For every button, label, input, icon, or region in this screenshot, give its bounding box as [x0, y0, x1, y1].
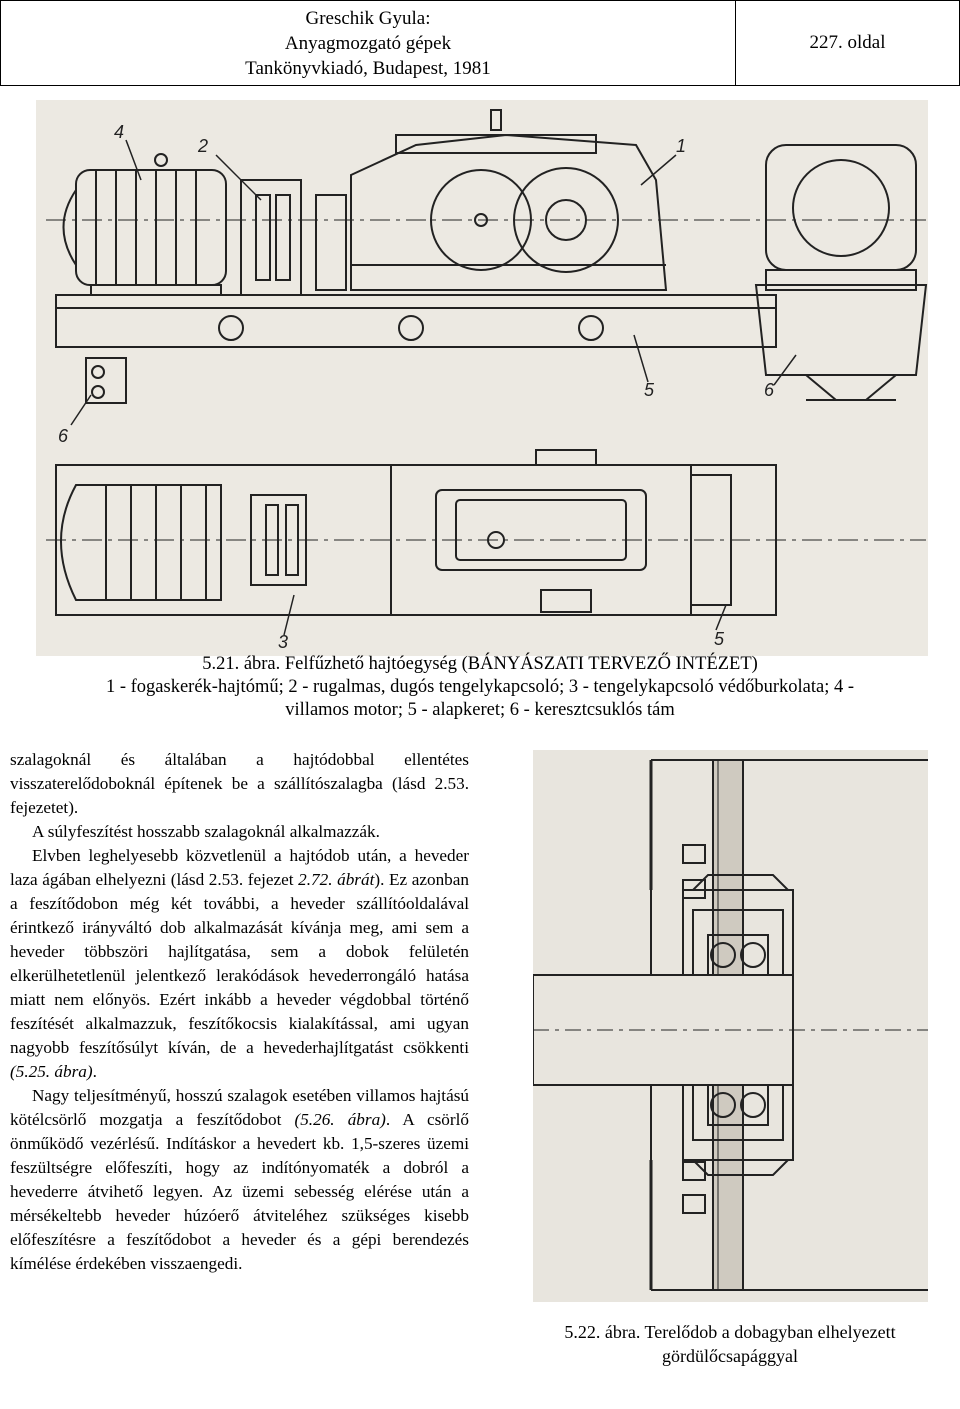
caption-522-line1: 5.22. ábra. Terelődob a dobagyban elhely… [564, 1322, 896, 1342]
caption-521-line1: 5.21. ábra. Felfűzhető hajtóegység (BÁNY… [202, 654, 758, 674]
label-6-left: 6 [58, 426, 69, 446]
paragraph-2: A súlyfeszítést hosszabb szalagoknál alk… [32, 822, 380, 841]
caption-521-line2: 1 - fogaskerék-hajtómű; 2 - rugalmas, du… [105, 677, 855, 697]
book-title: Anyagmozgató gépek [284, 32, 452, 54]
page-header: Greschik Gyula: Anyagmozgató gépek Tankö… [0, 0, 960, 86]
figure-ref-525: (5.25. ábra) [10, 1062, 93, 1081]
caption-522-line2: gördülőcsapággyal [662, 1346, 798, 1366]
figure-522-caption: 5.22. ábra. Terelődob a dobagyban elhely… [520, 1320, 940, 1368]
figure-drive-unit-drawing: 4 2 1 6 5 6 3 5 [36, 100, 928, 656]
book-reference: Greschik Gyula: Anyagmozgató gépek Tankö… [1, 1, 736, 85]
paragraph-1: szalagoknál és általában a hajtódobbal e… [10, 750, 469, 817]
label-5-top: 5 [714, 629, 725, 649]
publisher: Tankönyvkiadó, Budapest, 1981 [245, 57, 491, 79]
caption-521-line3: villamos motor; 5 - alapkeret; 6 - keres… [285, 700, 675, 720]
figure-521-caption: 5.21. ábra. Felfűzhető hajtóegység (BÁNY… [10, 653, 950, 722]
label-6-right: 6 [764, 380, 775, 400]
author: Greschik Gyula: [305, 7, 431, 29]
figure-deflector-drum-drawing [533, 750, 928, 1302]
label-2: 2 [197, 136, 208, 156]
figure-ref-526: (5.26. ábra) [294, 1110, 386, 1129]
paragraph-3: Elvben leghelyesebb közvetlenül a hajtód… [10, 846, 469, 1081]
label-3: 3 [278, 632, 288, 652]
paragraph-4: Nagy teljesítményű, hosszú szalagok eset… [10, 1086, 469, 1273]
figure-ref-272: 2.72. ábrát [298, 870, 375, 889]
body-text: szalagoknál és általában a hajtódobbal e… [10, 748, 469, 1276]
page-number: 227. oldal [809, 32, 886, 53]
label-5-side: 5 [644, 380, 655, 400]
label-1: 1 [676, 136, 686, 156]
label-4: 4 [114, 122, 124, 142]
